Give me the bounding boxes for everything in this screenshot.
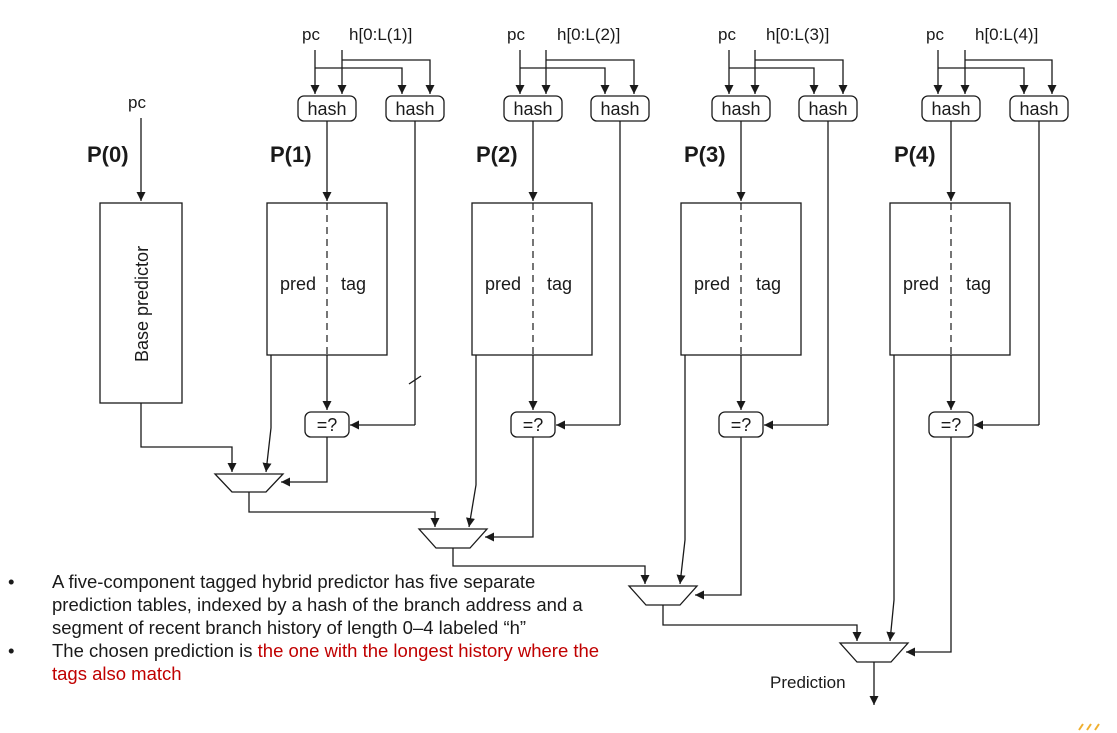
index-hash-label-3: hash [721,99,760,119]
index-hash-label-2: hash [513,99,552,119]
tag-hash-label-1: hash [395,99,434,119]
pc-label-0: pc [128,93,146,112]
mux-2 [417,528,489,549]
notes-list: • A five-component tagged hybrid predict… [8,570,608,685]
p-label-3: P(3) [684,142,726,167]
pc-label-2: pc [507,25,525,44]
compare-label-1: =? [317,415,338,435]
mux-4 [838,642,910,663]
history-label-4: h[0:L(4)] [975,25,1038,44]
tag-hash-label-2: hash [600,99,639,119]
mux-3 [627,585,699,606]
note-text-1: A five-component tagged hybrid predictor… [52,571,583,638]
history-label-2: h[0:L(2)] [557,25,620,44]
index-hash-label-4: hash [931,99,970,119]
p-label-1: P(1) [270,142,312,167]
history-label-1: h[0:L(1)] [349,25,412,44]
pc-label-3: pc [718,25,736,44]
compare-label-4: =? [941,415,962,435]
note-item-1: • A five-component tagged hybrid predict… [8,570,608,639]
pc-label-4: pc [926,25,944,44]
p-label-2: P(2) [476,142,518,167]
tagged-table-4 [889,202,1011,356]
note-text-2-highlight: the one with the longest history where t… [52,640,600,684]
component-2: pc h[0:L(2)] hash hash P(2) pred tag =? [466,25,650,542]
pc-label-1: pc [302,25,320,44]
bullet-2: • [8,640,15,661]
tag-label-1: tag [341,274,366,294]
tag-hash-label-3: hash [808,99,847,119]
tag-label-2: tag [547,274,572,294]
compare-label-2: =? [523,415,544,435]
note-item-2: • The chosen prediction is the one with … [8,639,608,685]
tag-hash-label-4: hash [1019,99,1058,119]
note-text-2-prefix: The chosen prediction is [52,640,258,661]
bullet-1: • [8,571,15,592]
mux-1 [213,473,285,493]
component-0: pc P(0) Base predictor [87,93,237,472]
component-1: pc h[0:L(1)] hash hash P(1) pred tag =? [262,25,445,487]
corner-decoration-icon [1078,723,1100,731]
pred-label-3: pred [694,274,730,294]
base-predictor-label: Base predictor [132,246,152,362]
component-3: pc h[0:L(3)] hash hash P(3) pred tag =? [676,25,858,600]
tag-label-4: tag [966,274,991,294]
tagged-table-2 [471,202,593,356]
p-label-0: P(0) [87,142,129,167]
component-4: pc h[0:L(4)] hash hash P(4) pred tag =? [886,25,1069,657]
history-label-3: h[0:L(3)] [766,25,829,44]
prediction-output-label: Prediction [770,673,846,692]
tag-label-3: tag [756,274,781,294]
p-label-4: P(4) [894,142,936,167]
index-hash-label-1: hash [307,99,346,119]
pred-label-4: pred [903,274,939,294]
compare-label-3: =? [731,415,752,435]
pred-label-1: pred [280,274,316,294]
pred-label-2: pred [485,274,521,294]
